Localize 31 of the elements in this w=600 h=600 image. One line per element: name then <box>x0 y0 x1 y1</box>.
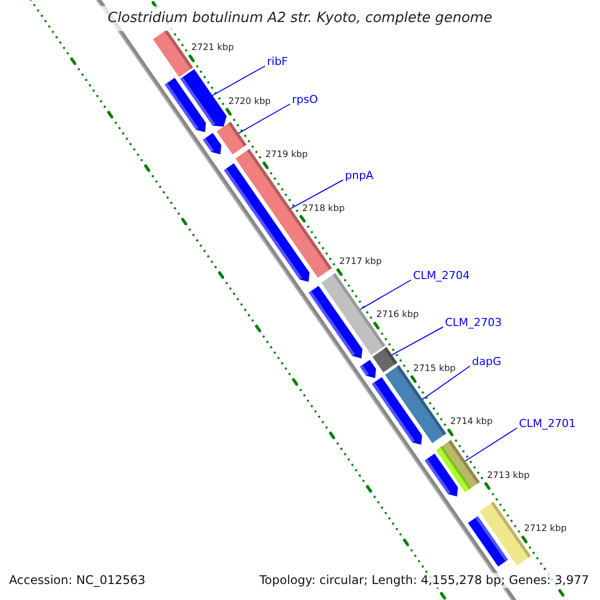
scale-label: 2720 kbp <box>228 96 271 108</box>
gene-label: ribF <box>267 56 288 68</box>
scale-label: 2718 kbp <box>302 204 345 215</box>
gene-label: pnpA <box>345 170 374 182</box>
scale-label: 2712 kbp <box>524 524 567 536</box>
gene-feature <box>216 122 247 154</box>
gene-feature <box>308 286 362 358</box>
gene-label: CLM_2704 <box>413 270 470 282</box>
leader-line <box>360 280 412 310</box>
leader-line <box>391 326 444 356</box>
leader-line <box>464 428 518 462</box>
leader-line <box>238 104 290 134</box>
gene-feature <box>424 454 458 496</box>
leader-line <box>212 66 266 96</box>
scale-label: 2716 kbp <box>376 310 419 322</box>
gene-feature <box>180 69 227 127</box>
scale-label: 2713 kbp <box>487 470 530 482</box>
gene-feature <box>202 132 222 154</box>
gene-label: rpsO <box>292 94 318 106</box>
leader-line <box>290 180 344 209</box>
gene-label: CLM_2701 <box>519 418 576 430</box>
scale-label: 2714 kbp <box>450 417 493 428</box>
gene-label: CLM_2703 <box>445 317 502 329</box>
scale-label: 2719 kbp <box>265 150 308 162</box>
scale-label: 2715 kbp <box>413 364 456 375</box>
gene-label: dapG <box>472 356 502 368</box>
scale-label: 2721 kbp <box>191 43 234 54</box>
scale-label: 2717 kbp <box>339 257 382 268</box>
leader-line <box>422 366 470 400</box>
gene-feature <box>468 516 508 567</box>
gene-feature <box>360 360 376 378</box>
